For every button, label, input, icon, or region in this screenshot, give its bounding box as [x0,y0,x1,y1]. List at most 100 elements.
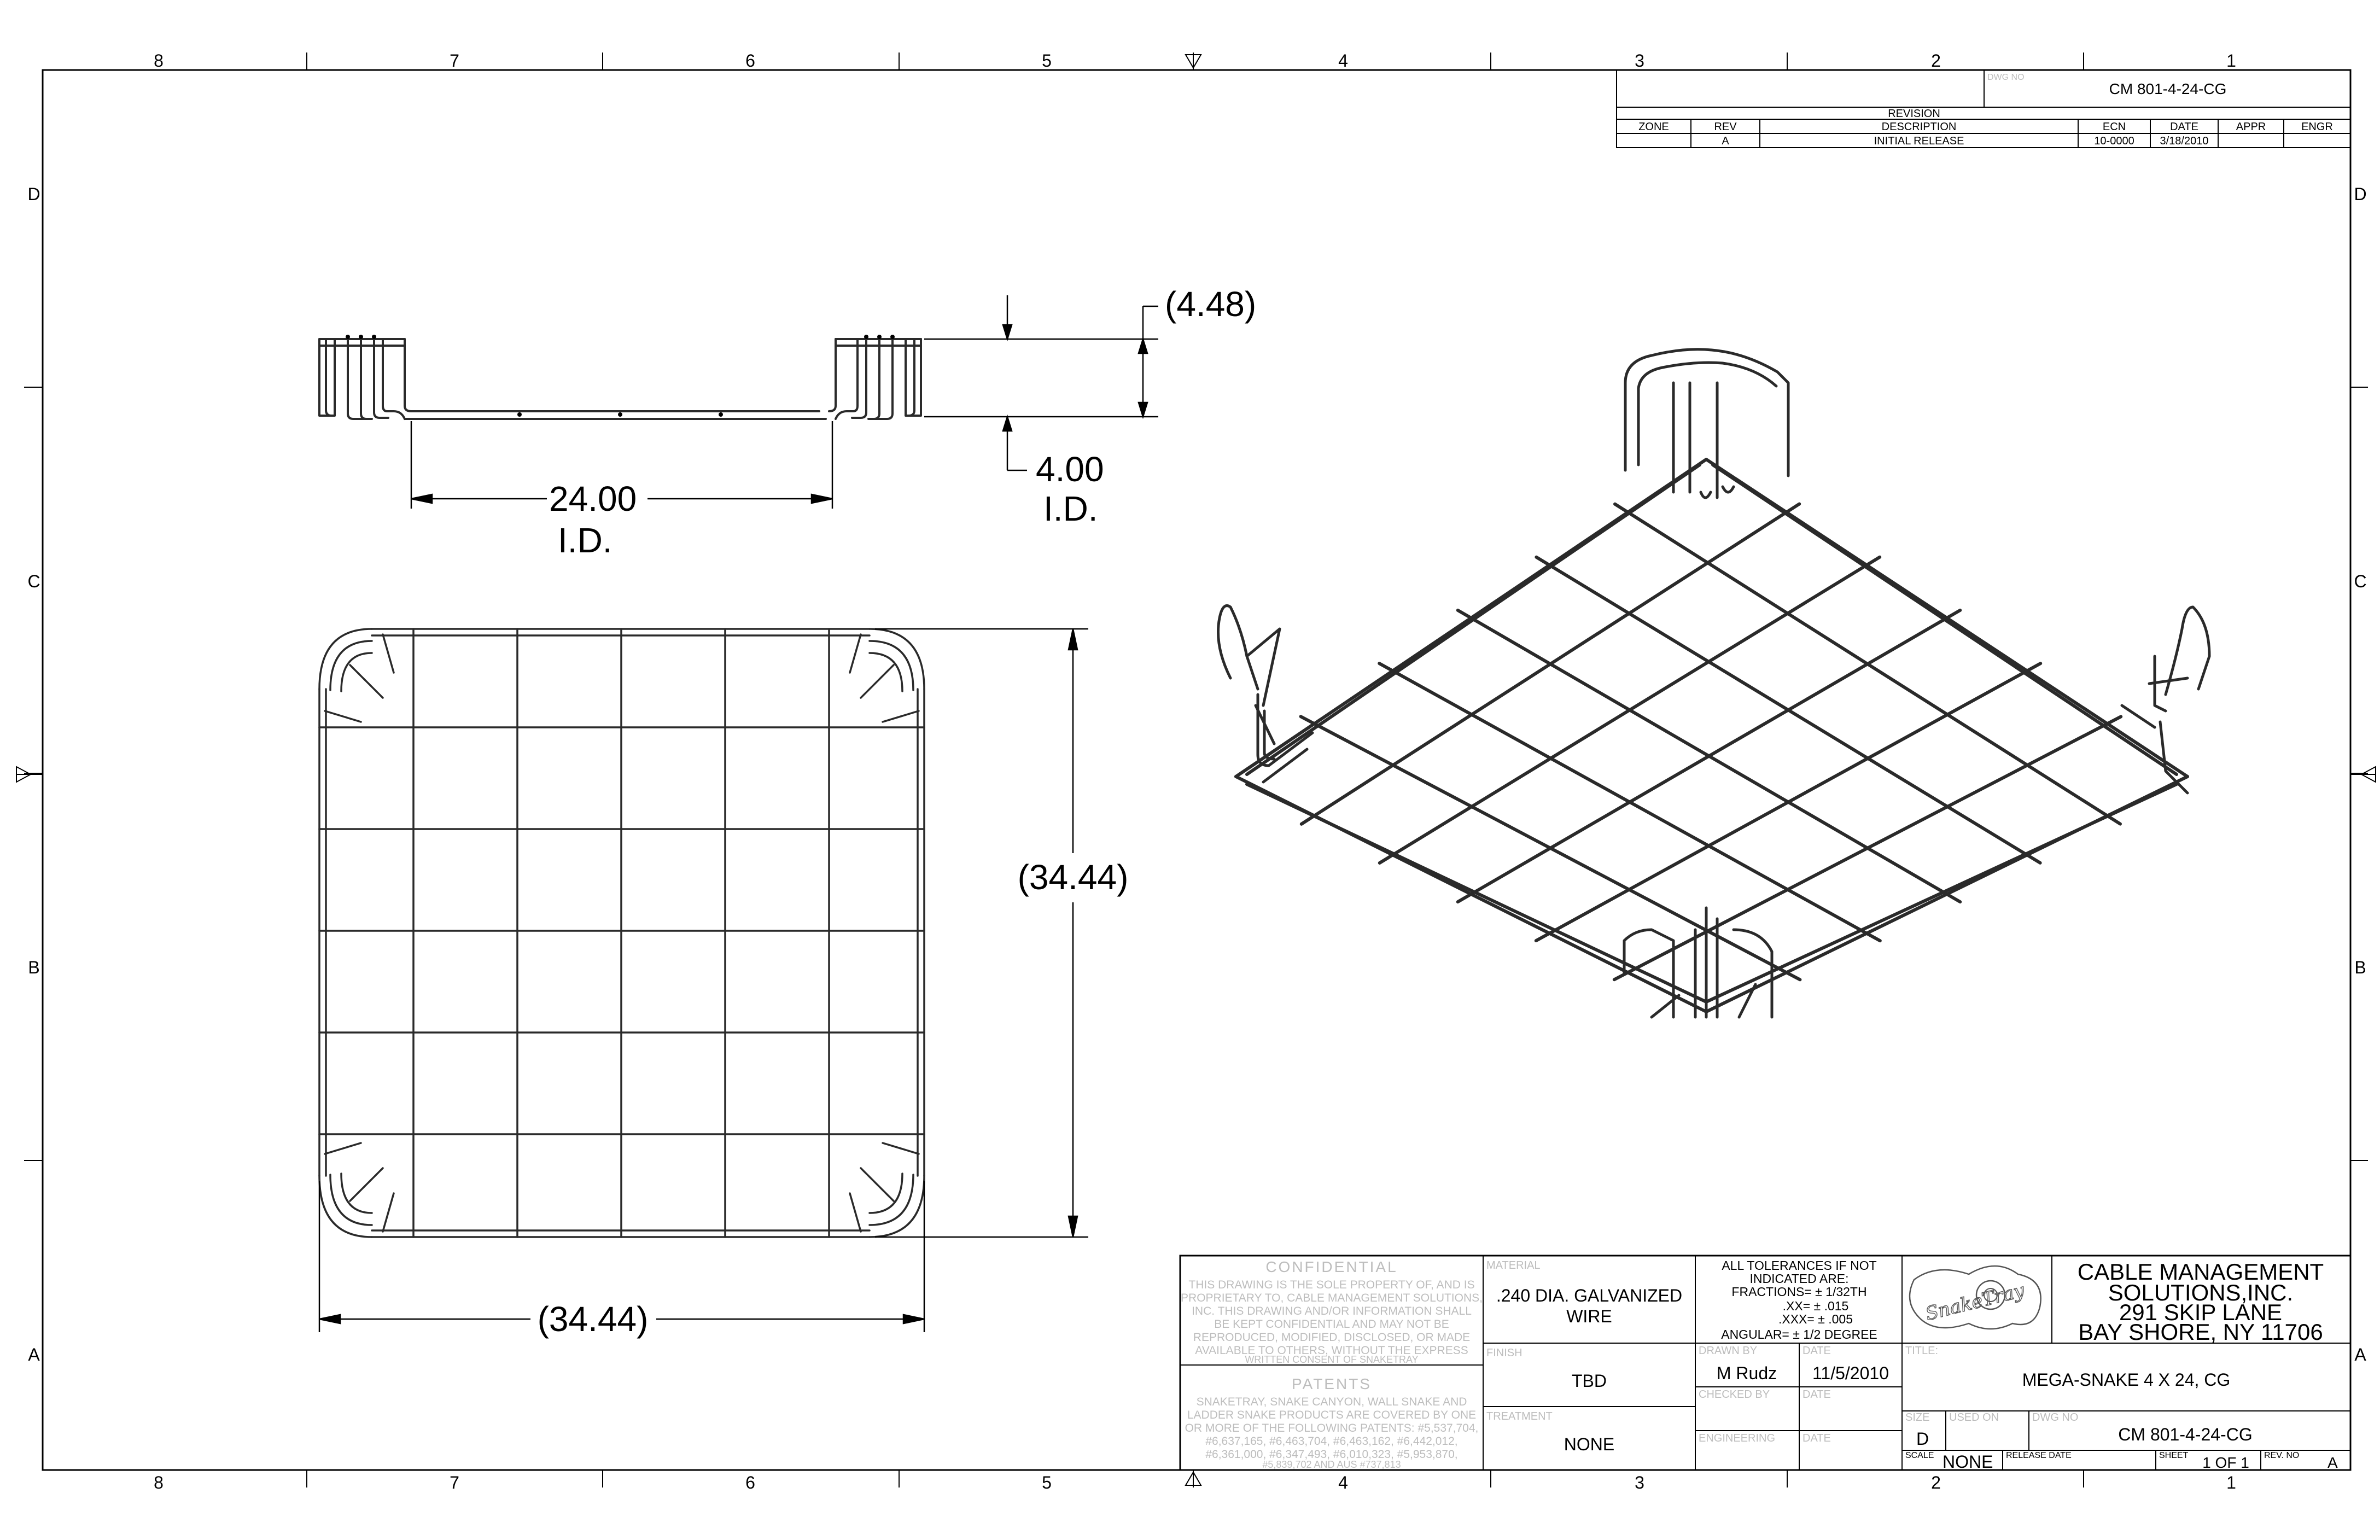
wire-mesh-bar [1245,463,1701,776]
zone-col-4: 4 [1338,51,1348,71]
isometric-view [1217,348,2211,1019]
rev-hdr-rev: REV [1714,121,1737,133]
confidential-line: REPRODUCED, MODIFIED, DISCLOSED, OR MADE [1193,1331,1470,1344]
rev-dwg-no: CM 801-4-24-CG [2109,80,2227,97]
sheet-label: SHEET [2159,1451,2189,1460]
zone-col-1: 1 [2226,51,2236,71]
tolerance-line: ALL TOLERANCES IF NOT [1722,1258,1876,1273]
rev-no-label: REV. NO [2264,1451,2299,1460]
logo-text: SnakeTray [1923,1279,2027,1325]
used-on-label: USED ON [1949,1411,1999,1424]
rev-hdr-appr: APPR [2236,121,2266,133]
zone-col-3: 3 [1635,51,1644,71]
top-view [318,628,925,1238]
zone-col-1-bottom: 1 [2226,1473,2236,1492]
rev-row-date: 3/18/2010 [2160,135,2209,147]
sheet-value: 1 OF 1 [2202,1454,2249,1471]
rev-row-ecn: 10-0000 [2094,135,2134,147]
rev-hdr-date: DATE [2170,121,2198,133]
front-view [318,335,922,420]
zone-col-5-bottom: 5 [1042,1473,1052,1492]
confidential-line: PROPRIETARY TO, CABLE MANAGEMENT SOLUTIO… [1181,1292,1483,1304]
company-line-1: CABLE MANAGEMENT [2078,1259,2324,1285]
rev-hdr-zone: ZONE [1638,121,1669,133]
rev-hdr-ecn: ECN [2103,121,2126,133]
dim-side-horizontal: (34.44) [538,1299,649,1339]
finish-label: FINISH [1486,1347,1522,1359]
wire-mesh-bar [1456,608,1962,904]
confidential-title: CONFIDENTIAL [1265,1258,1397,1275]
front-view-dimensions [410,295,1158,509]
zone-row-d-right: D [2354,184,2366,204]
confidential-text: THIS DRAWING IS THE SOLE PROPERTY OF, AN… [1181,1279,1483,1365]
confidential-line: WRITTEN CONSENT OF SNAKETRAY [1245,1354,1418,1365]
revision-title: REVISION [1888,108,1940,120]
dwg-no-value: CM 801-4-24-CG [2118,1425,2252,1444]
zone-row-c: C [27,571,40,591]
treatment-label: TREATMENT [1486,1410,1553,1422]
drawn-by-label: DRAWN BY [1699,1345,1757,1357]
finish-value: TBD [1572,1371,1607,1391]
zone-row-a-right: A [2354,1345,2366,1364]
zone-col-7-bottom: 7 [450,1473,459,1492]
zone-labels-right: D C B A [2354,184,2366,1364]
size-label: SIZE [1905,1411,1929,1424]
patents-line: SNAKETRAY, SNAKE CANYON, WALL SNAKE AND [1197,1396,1467,1408]
confidential-line: INC. THIS DRAWING AND/OR INFORMATION SHA… [1192,1305,1472,1317]
zone-col-8-bottom: 8 [154,1473,164,1492]
patents-line: #6,361,000, #6,347,493, #6,010,323, #5,9… [1205,1448,1457,1461]
wire-mesh-bar [1378,662,1882,943]
company-line-3: 291 SKIP LANE [2119,1299,2282,1325]
rev-hdr-description: DESCRIPTION [1882,121,1957,133]
dim-height-inner: 4.00 [1036,450,1104,489]
zone-col-8: 8 [154,51,164,71]
zone-col-5: 5 [1042,51,1052,71]
tolerance-line: FRACTIONS= ± 1/32TH [1731,1285,1866,1299]
rev-hdr-engr: ENGR [2301,121,2333,133]
treatment-value: NONE [1564,1434,1614,1454]
rev-no-value: A [2328,1454,2338,1471]
zone-labels-top: 8 7 6 5 4 3 2 1 [154,51,2236,71]
dim-side-vertical: (34.44) [1018,858,1129,897]
wire-mesh-bar [1711,463,2178,776]
material-line-1: .240 DIA. GALVANIZED [1496,1286,1682,1305]
zone-col-2: 2 [1931,51,1941,71]
size-value: D [1916,1429,1929,1449]
wire-mesh-bar [1612,715,2123,982]
tolerance-line: .XXX= ± .005 [1778,1312,1853,1326]
revision-block: DWG NO CM 801-4-24-CG REVISION ZONE REV … [1616,69,2351,148]
patents-title: PATENTS [1292,1375,1372,1392]
patents-text: SNAKETRAY, SNAKE CANYON, WALL SNAKE AND … [1185,1396,1479,1470]
center-marks [16,52,2376,1488]
tolerances: ALL TOLERANCES IF NOT INDICATED ARE: FRA… [1721,1258,1877,1341]
company-line-4: BAY SHORE, NY 11706 [2078,1319,2323,1345]
checked-by-label: CHECKED BY [1699,1389,1770,1401]
confidential-line: AVAILABLE TO OTHERS, WITHOUT THE EXPRESS [1195,1344,1468,1357]
wire-mesh-bar [1705,783,2178,1004]
title-label: TITLE: [1905,1345,1938,1357]
dim-width-inner: 24.00 [549,479,637,518]
confidential-line: BE KEPT CONFIDENTIAL AND MAY NOT BE [1214,1318,1449,1331]
scale-label: SCALE [1905,1451,1934,1460]
checked-date-label: DATE [1802,1389,1831,1401]
zone-row-d: D [27,184,40,204]
confidential-line: THIS DRAWING IS THE SOLE PROPERTY OF, AN… [1188,1279,1474,1291]
zone-row-b-right: B [2354,958,2366,977]
dim-height-outer: (4.48) [1165,284,1256,324]
patents-line: LADDER SNAKE PRODUCTS ARE COVERED BY ONE [1187,1409,1476,1421]
wire-mesh-bar [1245,783,1708,1004]
drawing-title: MEGA-SNAKE 4 X 24, CG [2022,1370,2231,1390]
dim-height-inner-sub: I.D. [1043,489,1098,528]
top-view-dimensions [318,628,1088,1332]
zone-col-6: 6 [745,51,755,71]
tolerance-line: ANGULAR= ± 1/2 DEGREE [1721,1327,1877,1341]
dwg-no-label: DWG NO [2032,1411,2078,1424]
material-line-2: WIRE [1566,1306,1612,1326]
release-date-label: RELEASE DATE [2006,1451,2072,1460]
drawn-date-label: DATE [1802,1345,1831,1357]
snaketray-logo: SnakeTray [1909,1265,2041,1330]
rev-dwg-no-label: DWG NO [1987,73,2025,82]
patents-line: #6,637,165, #6,463,704, #6,463,162, #6,4… [1205,1435,1457,1448]
drawn-date-value: 11/5/2010 [1812,1363,1889,1383]
